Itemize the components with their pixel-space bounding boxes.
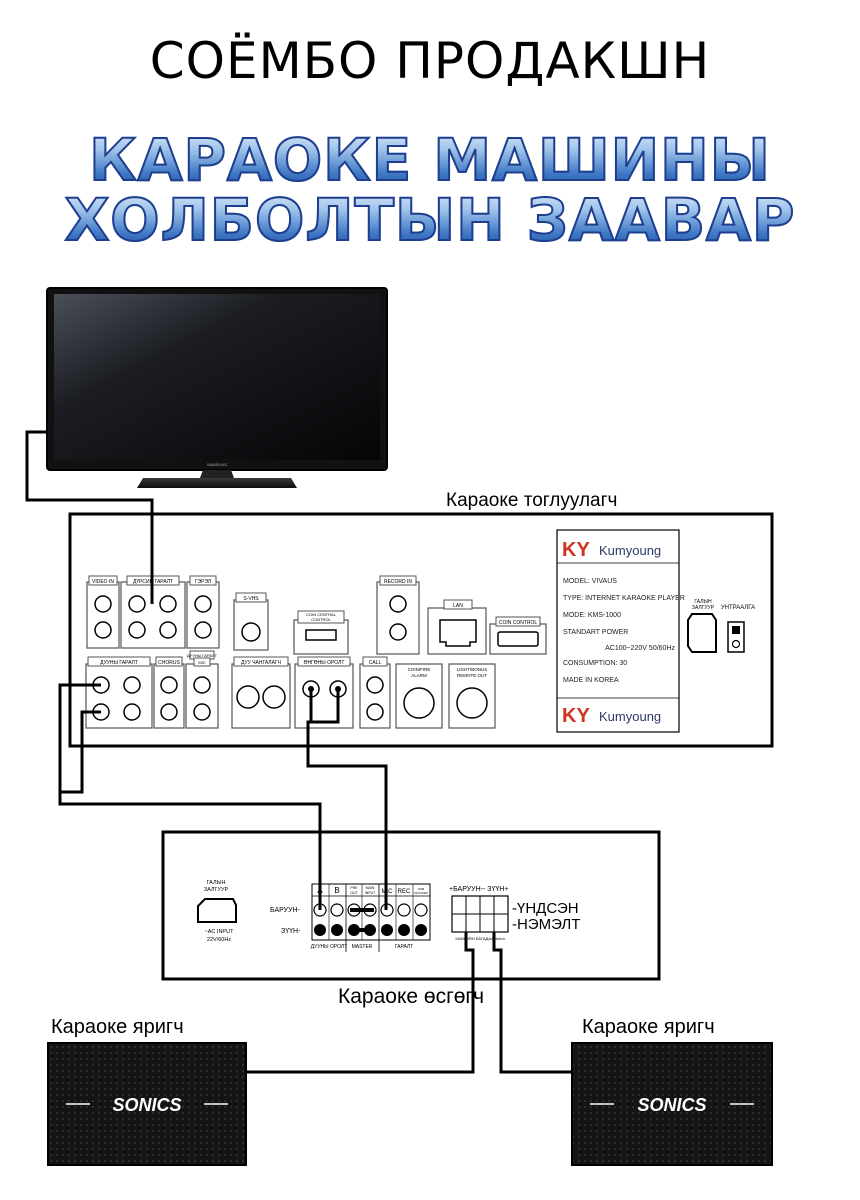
svg-text:ГАЛЫН: ГАЛЫН	[207, 880, 226, 886]
svg-text:SUB: SUB	[418, 887, 424, 891]
port-record-in: RECORD IN	[376, 575, 420, 655]
cables	[25, 430, 572, 1074]
extra-output-label: -НЭМЭЛТ	[512, 916, 580, 933]
svg-text:REMOTE OUT: REMOTE OUT	[457, 673, 487, 678]
amp-ac-input: ~AC INPUT	[205, 929, 235, 935]
brand-title: СОЁМБО ПРОДАКШН	[149, 32, 711, 90]
port-coin-fire-alarm: COIN/FIRE ALARM	[395, 663, 443, 729]
cable-tv-video	[25, 430, 154, 604]
info-logo-name: Kumyoung	[599, 543, 661, 558]
cable-audio-out-left	[60, 710, 101, 794]
cable-speaker-right	[492, 932, 572, 1074]
info-line-model: MODEL: VIVAUS	[563, 578, 617, 585]
speaker-terminal-header: +БАРУУН-- ЗҮҮН+	[449, 886, 508, 893]
port-label-ongoony-orolt: ӨНГӨНЫ ОРОЛТ	[304, 660, 345, 666]
speaker-left: SONICS	[47, 1042, 247, 1166]
karaoke-amplifier: ГАЛЫН ЗАЛГУУР ~AC INPUT 22V/60Hz БАРУУН-…	[161, 830, 661, 981]
main-title-line-1: КАРАОКЕ МАШИНЫ	[88, 125, 771, 195]
svg-text:ГАЛЫН: ГАЛЫН	[694, 599, 712, 605]
karaoke-player: VIDEO IN ДҮРСИЙ ГАРАЛТ ГЭРЭЛ S-VHS	[68, 512, 774, 748]
power-switch-label: УНТРААЛГА	[721, 605, 755, 611]
info-logo-name-bottom: Kumyoung	[599, 709, 661, 724]
port-mic: ДУУНЫ ГАРАЛТ MIC	[185, 650, 219, 729]
info-logo-ky-bottom: KY	[562, 705, 590, 727]
amp-speaker-terminals: +БАРУУН-- ЗҮҮН+ -ҮНДСЭН -НЭМЭЛТ ХАМГИЙН …	[449, 886, 580, 941]
svg-text:OUT: OUT	[350, 891, 358, 895]
port-video-in: VIDEO IN	[86, 575, 120, 649]
info-line-consumption: CONSUMPTION: 30	[563, 660, 627, 667]
amp-label: Караоке өсгөгч	[338, 985, 484, 1008]
port-coin-central: COIN CENTRAL CONTROL	[293, 610, 349, 655]
svg-text:INPUT: INPUT	[365, 891, 376, 895]
group-garalt: ГАРАЛТ	[395, 944, 414, 950]
player-power-socket: ГАЛЫН ЗАЛГУУР	[687, 599, 717, 653]
row-label-right: БАРУУН-	[270, 907, 301, 914]
info-line-ac: AC100~220V 50/60Hz	[605, 645, 675, 652]
port-light: ГЭРЭЛ	[186, 575, 220, 649]
port-label-duun-garalt: ДУУНЫ ГАРАЛТ	[100, 660, 138, 666]
cable-color-in-2	[308, 689, 340, 724]
cable-color-in	[306, 689, 388, 910]
amp-power-socket: ГАЛЫН ЗАЛГУУР ~AC INPUT 22V/60Hz	[197, 880, 237, 943]
info-line-made: MADE IN KOREA	[563, 677, 619, 684]
col-b: B	[334, 886, 339, 895]
port-label-duu-changalagch: ДУУ ЧАНГАЛАГЧ	[241, 660, 281, 666]
speaker-left-label: Караоке яригч	[51, 1016, 184, 1038]
cable-audio-out-right	[58, 683, 322, 910]
svg-text:COIN/FIRE: COIN/FIRE	[408, 667, 431, 672]
svg-text:MAIN: MAIN	[366, 886, 375, 890]
port-audio-in: ӨНГӨНЫ ОРОЛТ	[294, 656, 354, 729]
port-label-coin-control: COIN CONTROL	[499, 620, 538, 626]
svg-text:COIN CENTRAL: COIN CENTRAL	[306, 612, 337, 617]
port-label-svhs: S-VHS	[243, 596, 259, 602]
port-label-call: CALL	[369, 660, 382, 666]
port-label-lan: LAN	[453, 603, 463, 609]
player-power-switch: УНТРААЛГА	[721, 605, 755, 653]
port-label-gerel: ГЭРЭЛ	[195, 579, 211, 585]
port-label-video-in: VIDEO IN	[92, 579, 114, 585]
svg-text:CONTROL: CONTROL	[311, 617, 331, 622]
svg-text:ЗАЛГУУР: ЗАЛГУУР	[692, 605, 715, 611]
cable-speaker-left	[246, 932, 475, 1074]
svg-text:LIGHT/BONUS: LIGHT/BONUS	[457, 667, 488, 672]
port-label-chorus: CHORUS	[158, 660, 180, 666]
port-call: CALL	[359, 656, 391, 729]
port-speaker: ДУУ ЧАНГАЛАГЧ	[231, 656, 291, 729]
port-svhs: S-VHS	[233, 592, 269, 651]
info-line-mode: MODE: KMS-1000	[563, 612, 621, 619]
svg-text:ЗАЛГУУР: ЗАЛГУУР	[204, 887, 229, 893]
main-output-label: -ҮНДСЭН	[512, 900, 579, 917]
amp-ac-voltage: 22V/60Hz	[207, 937, 231, 943]
port-coin-control: COIN CONTROL	[489, 616, 547, 655]
tv: SAMSUNG	[46, 287, 388, 488]
col-rec: REC	[398, 889, 411, 895]
info-line-type: TYPE: INTERNET KARAOKE PLAYER	[563, 595, 685, 602]
info-logo-ky: KY	[562, 539, 590, 561]
svg-text:WOOFER: WOOFER	[414, 891, 428, 895]
speaker-left-brand: SONICS	[112, 1095, 181, 1115]
port-light-bonus: LIGHT/BONUS REMOTE OUT	[448, 663, 496, 729]
port-chorus: CHORUS	[153, 656, 185, 729]
impedance-note: ХАМГИЙН БАГАДАА 4ohm	[455, 936, 505, 941]
tv-brand: SAMSUNG	[207, 462, 227, 467]
group-duun: ДУУНЫ ОРОЛТ	[311, 944, 348, 950]
row-label-left: ЗҮҮН-	[281, 928, 301, 935]
port-audio-out: ДУУНЫ ГАРАЛТ	[85, 656, 153, 729]
svg-text:PRE: PRE	[350, 886, 358, 890]
info-panel: KY Kumyoung KY Kumyoung MODEL: VIVAUS TY…	[556, 529, 685, 733]
port-label-mic: MIC	[198, 660, 205, 665]
main-title-line-2: ХОЛБОЛТЫН ЗААВАР	[64, 185, 796, 255]
port-label-duun-garalt-small: ДУУНЫ ГАРАЛТ	[187, 653, 218, 658]
speaker-right: SONICS	[571, 1042, 773, 1166]
svg-text:ALARM: ALARM	[411, 673, 427, 678]
amp-terminal-block: БАРУУН- ЗҮҮН- A B PRE OUT MAIN INPUT MIC…	[270, 883, 431, 952]
speaker-right-label: Караоке яригч	[582, 1016, 715, 1038]
group-master: MASTER	[352, 944, 373, 950]
speaker-right-brand: SONICS	[637, 1095, 706, 1115]
info-line-power: STANDART POWER	[563, 629, 628, 636]
player-label: Караоке тоглуулагч	[446, 490, 617, 511]
port-lan: LAN	[427, 599, 487, 655]
port-label-record-in: RECORD IN	[384, 579, 412, 585]
